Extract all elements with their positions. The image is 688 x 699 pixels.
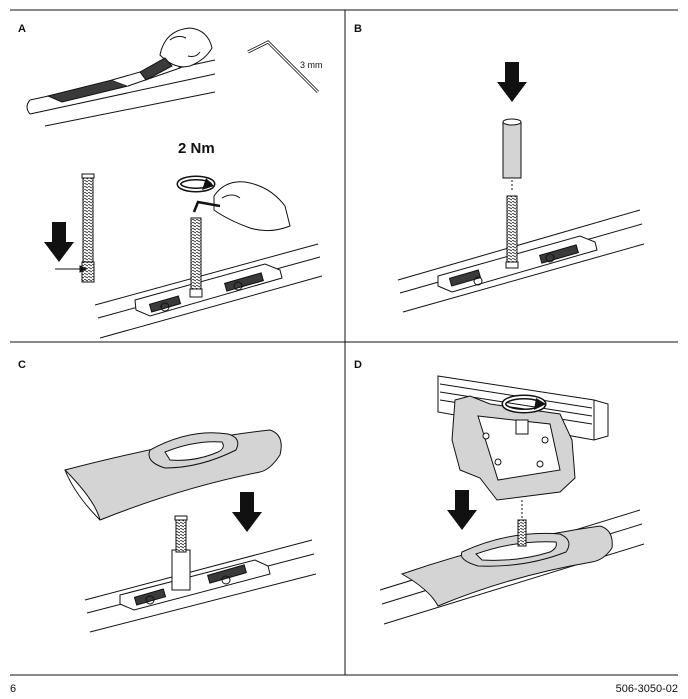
panel-d-label: D bbox=[354, 359, 362, 371]
rotate-arrow-icon bbox=[501, 394, 547, 414]
rail-with-pad bbox=[26, 59, 216, 127]
tool-size-label: 3 mm bbox=[300, 60, 323, 70]
down-arrow-icon bbox=[44, 222, 74, 262]
panel-b-label: B bbox=[354, 23, 362, 35]
down-arrow-icon bbox=[232, 492, 262, 532]
panel-a: A 3 mm 2 Nm bbox=[18, 23, 323, 339]
page-number: 6 bbox=[10, 683, 16, 695]
down-arrow-icon bbox=[447, 490, 477, 530]
panel-grid bbox=[10, 9, 678, 676]
panel-c-label: C bbox=[18, 359, 26, 371]
foot-bracket bbox=[451, 395, 576, 518]
rubber-pad bbox=[64, 429, 282, 521]
panel-c: C bbox=[18, 359, 317, 633]
panel-a-label: A bbox=[18, 23, 26, 35]
loose-bolt bbox=[55, 173, 95, 283]
document-code: 506-3050-02 bbox=[616, 683, 678, 695]
down-arrow-icon bbox=[497, 62, 527, 102]
rail-sleeve-bolt bbox=[84, 515, 317, 633]
panel-d: D bbox=[354, 359, 645, 625]
spacer-sleeve bbox=[502, 118, 522, 192]
rotate-arrow-icon bbox=[176, 175, 216, 193]
hand-icon bbox=[139, 27, 213, 81]
hex-key-icon bbox=[247, 40, 320, 94]
rail-installed-bolt bbox=[94, 217, 323, 339]
rail-with-pad bbox=[379, 509, 645, 625]
rail-installed-bolt bbox=[397, 195, 645, 313]
hand-with-key bbox=[192, 181, 291, 232]
panel-b: B bbox=[354, 23, 645, 313]
torque-label: 2 Nm bbox=[178, 140, 215, 157]
